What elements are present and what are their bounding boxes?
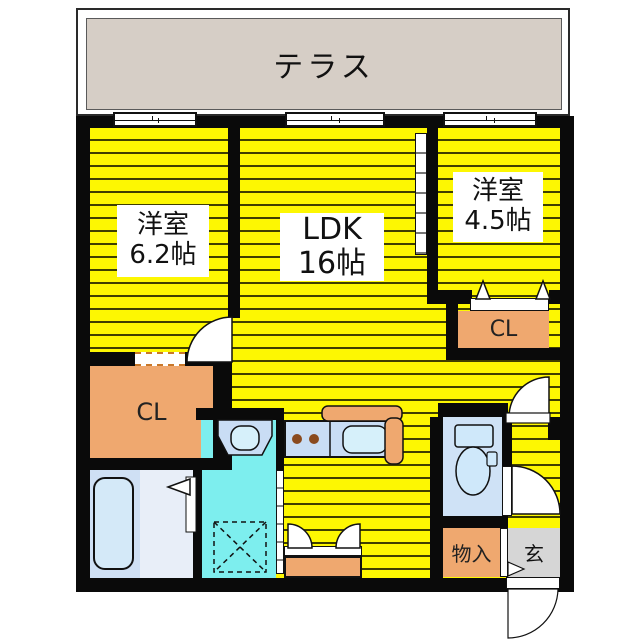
- storage-door-strip: [500, 528, 508, 577]
- ldk-closet: [284, 556, 362, 578]
- bedroom1-size: 6.2帖: [129, 240, 197, 270]
- wall-bath-top: [76, 458, 213, 470]
- wall-bedroom2-bottom: [427, 290, 472, 304]
- wall-left: [76, 116, 90, 592]
- room-label-ldk: LDK 16帖: [280, 211, 384, 281]
- wall-bedroom2-bottom-stub: [549, 290, 560, 304]
- wall-bedroom1-ldk: [228, 128, 240, 318]
- wall-bottom: [76, 578, 574, 592]
- sliding-window-bedroom2: [443, 112, 537, 127]
- bathtub: [93, 477, 134, 570]
- sliding-window-bedroom1: [113, 112, 197, 127]
- entrance-label: 玄: [524, 542, 544, 566]
- bedroom2-name: 洋室: [471, 176, 524, 207]
- toilet-room: [443, 417, 502, 516]
- entrance-door-arc: [507, 588, 559, 639]
- toilet-door-leaf: [502, 466, 512, 516]
- bedroom1-name: 洋室: [136, 210, 189, 241]
- wall-hall-door-stub: [548, 417, 560, 440]
- wall-toilet-right: [502, 417, 512, 466]
- closet-left: CL: [90, 366, 213, 458]
- wall-toilet-top: [438, 403, 508, 417]
- kitchen-counter: [284, 420, 390, 458]
- storage-room: 物入: [443, 528, 500, 577]
- ldk-size: 16帖: [297, 246, 367, 281]
- wall-closet-right-bottom: [446, 348, 560, 360]
- wall-washroom-top: [196, 408, 284, 420]
- wall-ldk-bedroom2: [427, 128, 438, 304]
- ldk-name: LDK: [302, 211, 362, 247]
- wall-washroom-kitchen: [276, 420, 284, 472]
- storage-label: 物入: [451, 542, 492, 566]
- bedroom2-size: 4.5帖: [464, 206, 532, 236]
- closet-right-label: CL: [489, 317, 518, 342]
- sliding-door-ldk-bedroom2: [415, 133, 427, 255]
- ldk-closet-door-track: [284, 546, 362, 556]
- terrace-label: テラス: [273, 50, 375, 85]
- closet-right: CL: [458, 311, 549, 348]
- wall-bath-washroom: [193, 470, 202, 578]
- bathroom-floor: [140, 470, 193, 578]
- closet-left-opening: [135, 352, 185, 366]
- closet-left-label: CL: [136, 398, 167, 426]
- entrance-door-leaf: [506, 577, 560, 589]
- closet-right-door-track: [470, 298, 549, 311]
- sliding-window-ldk: [285, 112, 385, 127]
- room-label-bedroom2: 洋室 4.5帖: [453, 172, 543, 242]
- wall-toilet-left: [430, 417, 443, 578]
- wall-closet-right-side: [446, 304, 458, 348]
- washroom-sliding-door: [276, 470, 284, 574]
- wall-toilet-bottom: [443, 516, 508, 528]
- entrance-hall: 玄: [508, 528, 560, 577]
- wall-right: [560, 116, 574, 592]
- room-label-bedroom1: 洋室 6.2帖: [117, 205, 209, 277]
- terrace: テラス: [86, 18, 562, 110]
